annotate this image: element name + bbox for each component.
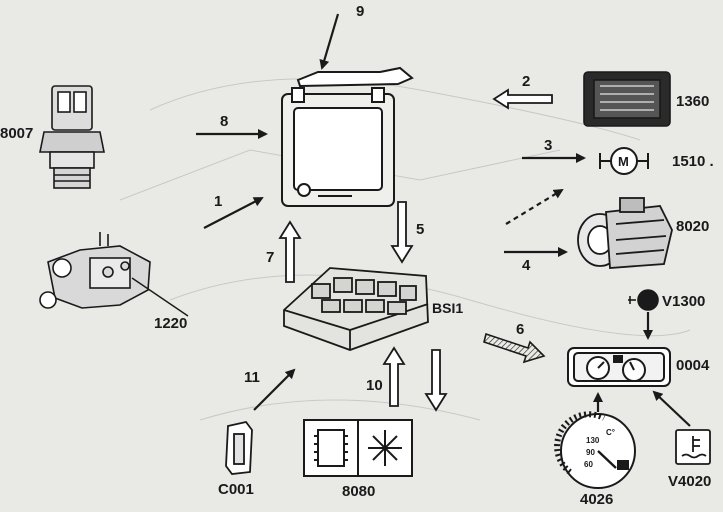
label-8080: 8080 — [342, 483, 376, 500]
gauge-mark-90: 90 — [586, 448, 595, 457]
signal-arrows — [196, 13, 691, 427]
coolant-housing-1220 — [39, 232, 189, 317]
gauge-mark-60: 60 — [584, 460, 593, 469]
arrow-2 — [492, 88, 553, 110]
compressor-8020 — [577, 197, 673, 269]
engine-ecu — [281, 66, 414, 207]
arrow-label-11: 11 — [244, 369, 260, 386]
warning-v4020 — [675, 429, 711, 465]
arrow-label-2: 2 — [522, 73, 531, 90]
indicator-v1300 — [628, 289, 659, 311]
label-c001: C001 — [218, 481, 254, 498]
arrow-label-3: 3 — [544, 137, 553, 154]
connector-c001 — [225, 420, 253, 475]
label-v1300: V1300 — [662, 293, 706, 310]
gauge-mark-130: 130 — [586, 436, 600, 445]
arrow-11 — [253, 368, 296, 411]
bsi-box — [283, 267, 429, 351]
arrow-label-8: 8 — [220, 113, 229, 130]
label-8007: 8007 — [0, 125, 34, 142]
arrow-5 — [390, 201, 414, 264]
label-1220: 1220 — [154, 315, 188, 332]
arrow-v4020 — [652, 390, 691, 427]
label-v4020: V4020 — [668, 473, 712, 490]
arrow-down-8080 — [424, 349, 448, 412]
arrow-label-7: 7 — [266, 249, 275, 266]
pressure-switch-8007 — [39, 85, 105, 189]
label-1360: 1360 — [676, 93, 710, 110]
arrow-label-5: 5 — [416, 221, 425, 238]
control-panel-8080 — [303, 419, 413, 477]
arrow-dashed — [505, 188, 564, 225]
snowflake-icon — [368, 430, 402, 466]
arrow-label-1: 1 — [214, 193, 223, 210]
arrow-10 — [382, 346, 406, 407]
label-bsi1: BSI1 — [432, 300, 464, 316]
gauge-4026 — [554, 411, 636, 489]
arrow-7 — [278, 220, 302, 283]
svg-text:M: M — [618, 154, 629, 169]
arrow-label-4: 4 — [522, 257, 531, 274]
label-4026: 4026 — [580, 491, 614, 508]
arrow-label-10: 10 — [366, 377, 383, 394]
motor-1510: M — [599, 147, 649, 175]
label-1510: 1510 . — [672, 153, 714, 170]
arrow-label-6: 6 — [516, 321, 525, 338]
instrument-cluster-0004 — [567, 347, 671, 387]
arrow-9 — [319, 13, 340, 70]
label-0004: 0004 — [676, 357, 710, 374]
gauge-mark-c: C° — [606, 428, 615, 437]
ecu-1360 — [583, 71, 671, 127]
label-8020: 8020 — [676, 218, 710, 235]
arrow-6 — [483, 332, 546, 364]
arrow-1 — [203, 197, 264, 229]
label-9: 9 — [356, 3, 365, 20]
